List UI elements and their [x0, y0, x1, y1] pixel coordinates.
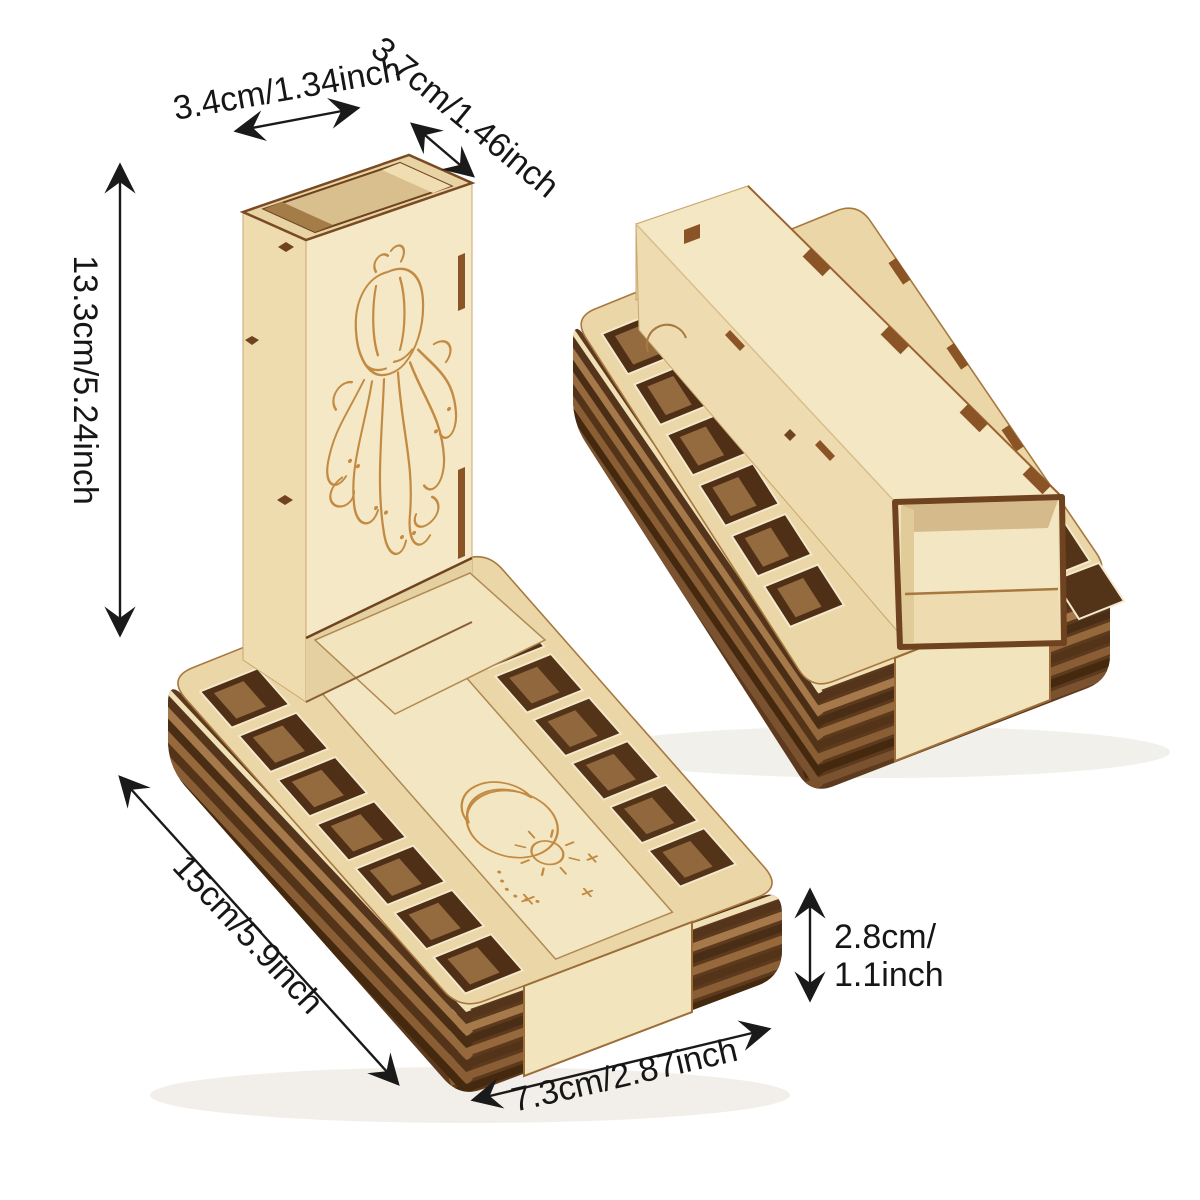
dim-arrow-length [118, 775, 400, 1086]
folded-tower-box [635, 185, 1067, 650]
octopus-engraving [326, 244, 458, 556]
dice-tower-assembly-folded [573, 185, 1126, 789]
sun-moon-engraving [460, 781, 598, 905]
tray-rim-notches [888, 258, 1024, 452]
dim-label-tray-height-line1: 2.8cm/ [834, 918, 937, 956]
dimension-arrows [104, 97, 826, 1109]
tower-left-face [242, 211, 307, 703]
dice-tower-assembly-open [168, 153, 782, 1092]
joint-notches [245, 242, 465, 559]
dim-arrow-width [470, 1020, 772, 1109]
dim-label-height: 13.3cm/5.24inch [66, 255, 104, 505]
box-joint-notches [684, 224, 1051, 495]
tower-opening [892, 494, 1067, 650]
thumb-notch-folded [645, 323, 687, 353]
dim-label-tray-height-line2: 1.1inch [834, 956, 944, 994]
dim-arrow-top-width [233, 97, 361, 142]
dice-tower [239, 153, 547, 715]
dice-ramp [313, 572, 547, 715]
dim-arrow-top-depth [410, 122, 475, 178]
